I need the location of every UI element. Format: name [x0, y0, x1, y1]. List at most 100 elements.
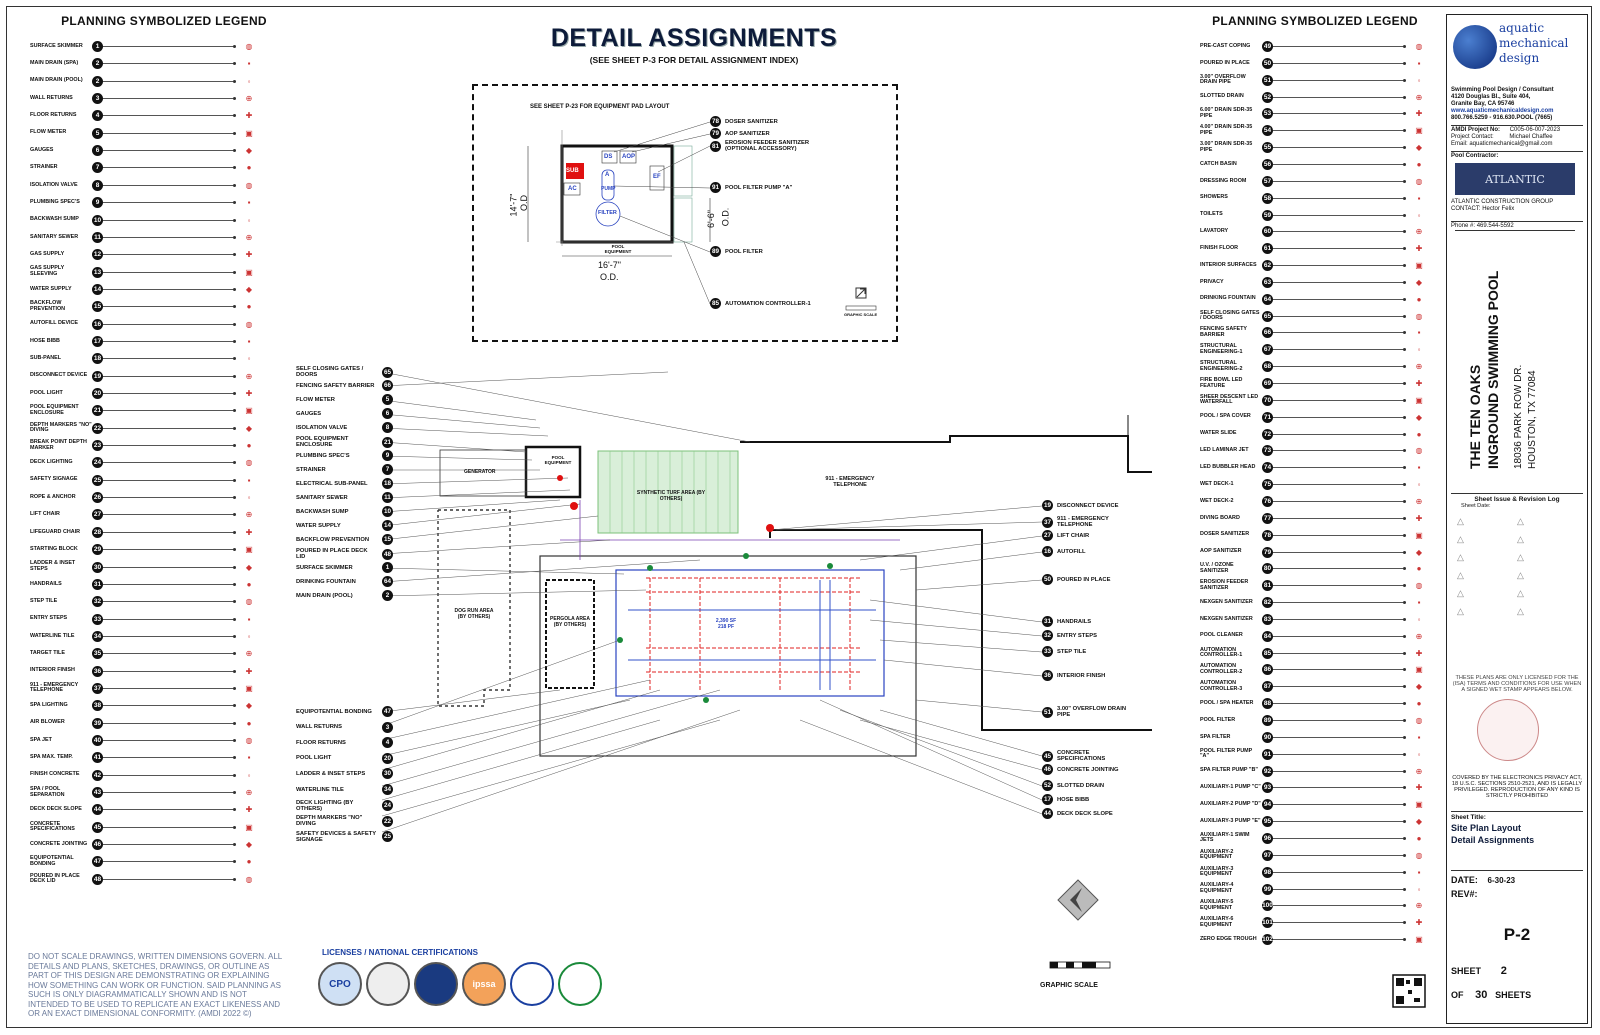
- legend-label: GAS SUPPLY SLEEVING: [30, 265, 65, 278]
- legend-dot-icon: [1403, 550, 1406, 554]
- disclaimer-text: DO NOT SCALE DRAWINGS, WRITTEN DIMENSION…: [28, 952, 282, 1018]
- legend-number: 34: [92, 630, 103, 642]
- legend-label: CONCRETE JOINTING: [30, 840, 88, 847]
- pool-area-label: 2,390 SF 218 PF: [715, 618, 737, 630]
- legend-leader-line: [1273, 551, 1403, 553]
- legend-number: 61: [1262, 243, 1273, 255]
- legend-leader-line: [1273, 62, 1403, 64]
- callout-number: 10: [382, 506, 393, 517]
- legend-dot-icon: [1403, 297, 1406, 301]
- legend-symbol-icon: ▣: [245, 128, 253, 138]
- legend-label: ENTRY STEPS: [30, 615, 68, 622]
- revision-triangle-icon: △: [1517, 588, 1524, 598]
- legend-number: 28: [92, 526, 103, 538]
- legend-symbol-icon: ▪: [247, 59, 251, 69]
- legend-label: POOL / SPA HEATER: [1200, 699, 1254, 706]
- legend-leader-line: [103, 427, 233, 429]
- legend-number: 55: [1262, 142, 1273, 154]
- legend-symbol-icon: ✚: [245, 805, 253, 815]
- legend-leader-line: [1273, 787, 1403, 789]
- legend-dot-icon: [1403, 921, 1406, 925]
- legend-dot-icon: [1403, 938, 1406, 942]
- callout-label: BACKWASH SUMP: [296, 508, 349, 515]
- project-address-1: 18036 PARK ROW DR.: [1513, 364, 1524, 469]
- revision-triangle-icon: △: [1517, 534, 1524, 544]
- legend-symbol-icon: ✚: [245, 250, 253, 260]
- certification-badge-icon: [414, 962, 458, 1006]
- callout-label: SLOTTED DRAIN: [1057, 782, 1105, 789]
- legend-label: POOL FILTER: [1200, 716, 1236, 723]
- legend-label: AUTOFILL DEVICE: [30, 320, 79, 327]
- legend-leader-line: [1273, 736, 1403, 738]
- legend-dot-icon: [1403, 803, 1406, 807]
- legend-symbol-icon: ⊕: [1415, 766, 1423, 776]
- callout-number: 21: [382, 436, 393, 448]
- sheet-date-label: Sheet Date:: [1461, 503, 1491, 509]
- legend-symbol-icon: ◍: [245, 319, 253, 329]
- ac-label: AC: [568, 186, 577, 192]
- callout-label: FLOW METER: [296, 396, 335, 403]
- legend-dot-icon: [1403, 179, 1406, 183]
- legend-label: DECK LIGHTING: [30, 459, 73, 466]
- legend-number: 68: [1262, 361, 1273, 373]
- callout-number: 22: [382, 815, 393, 827]
- legend-symbol-icon: ●: [1416, 833, 1422, 843]
- date-row: DATE: 6-30-23: [1451, 870, 1583, 885]
- legend-leader-line: [103, 393, 233, 394]
- legend-leader-line: [103, 566, 233, 568]
- legend-label: DIVING BOARD: [1200, 514, 1240, 521]
- legend-right: PLANNING SYMBOLIZED LEGEND PRE-CAST COPI…: [1200, 14, 1430, 946]
- legend-leader-line: [103, 306, 233, 308]
- legend-number: 90: [1262, 731, 1273, 743]
- legend-label: SHEER DESCENT LED WATERFALL: [1200, 393, 1259, 406]
- legend-label: FINISH CONCRETE: [30, 771, 80, 778]
- project-type: INGROUND SWIMMING POOL: [1485, 270, 1501, 469]
- callout-label: LADDER & INSET STEPS: [296, 770, 366, 777]
- legend-dot-icon: [233, 114, 236, 118]
- legend-dot-icon: [1403, 836, 1406, 840]
- legend-leader-line: [1273, 416, 1403, 418]
- revision-triangle-icon: △: [1457, 606, 1464, 616]
- company-block: aquatic mechanical design: [1451, 21, 1583, 83]
- legend-dot-icon: [233, 843, 236, 847]
- legend-number: 89: [1262, 715, 1273, 726]
- legend-leader-line: [1273, 180, 1403, 182]
- legend-label: 4.00" DRAIN SDR-35 PIPE: [1200, 124, 1253, 136]
- legend-leader-line: [103, 653, 233, 655]
- legend-number: 87: [1262, 681, 1273, 693]
- legend-dot-icon: [1403, 735, 1406, 739]
- callout-label: SELF CLOSING GATES / DOORS: [296, 366, 364, 378]
- sub-label: SUB: [566, 168, 579, 174]
- title-block: aquatic mechanical design Swimming Pool …: [1446, 14, 1588, 1024]
- legend-leader-line: [1273, 96, 1403, 98]
- callout-label: STEP TILE: [1057, 648, 1087, 655]
- sheet-label: SHEET: [1451, 966, 1482, 976]
- inset-scale-bar: [845, 305, 877, 311]
- legend-label: FINISH FLOOR: [1200, 244, 1239, 251]
- callout-label: DISCONNECT DEVICE: [1057, 502, 1119, 509]
- legend-symbol-icon: ▪: [247, 198, 251, 208]
- legend-number: 5: [92, 127, 103, 139]
- legend-leader-line: [103, 236, 233, 238]
- legend-symbol-icon: ▣: [1415, 800, 1423, 810]
- legend-dot-icon: [1403, 533, 1406, 537]
- legend-symbol-icon: ▪: [247, 614, 251, 624]
- sheet-title-1: Site Plan Layout: [1451, 823, 1522, 833]
- legend-symbol-icon: ◍: [1415, 176, 1423, 186]
- graphic-scale-label: GRAPHIC SCALE: [1040, 982, 1098, 989]
- legend-symbol-icon: ●: [246, 857, 252, 867]
- legend-label: FENCING SAFETY BARRIER: [1200, 326, 1247, 338]
- certification-badge-icon: [366, 962, 410, 1006]
- legend-leader-line: [1273, 315, 1403, 317]
